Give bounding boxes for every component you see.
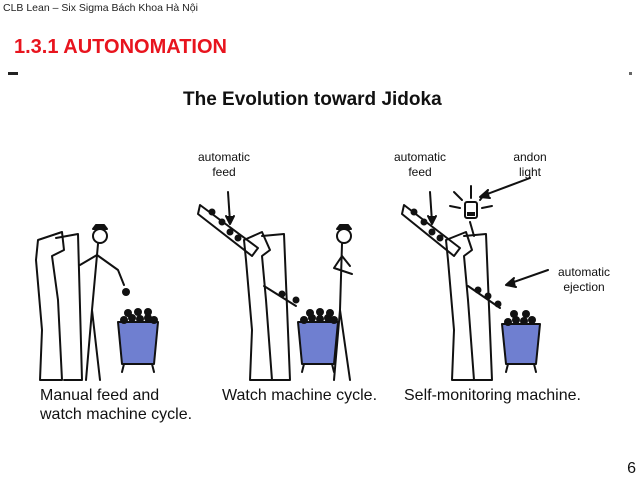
operator-1 <box>79 224 125 381</box>
bin-3 <box>501 323 541 365</box>
label-automatic-feed-2: automatic feed <box>393 150 447 179</box>
machine-1 <box>35 231 83 381</box>
parts-2 <box>208 208 300 304</box>
label-automatic-ejection: automatic ejection <box>557 265 611 294</box>
corner-mark <box>629 72 632 75</box>
parts-3 <box>410 208 502 308</box>
header-text: CLB Lean – Six Sigma Bách Khoa Hà Nội <box>3 2 198 14</box>
machine-3 <box>401 204 501 381</box>
operator-2 <box>333 224 353 381</box>
caption-watch: Watch machine cycle. <box>222 387 378 404</box>
caption-manual: Manual feed and watch machine cycle. <box>40 387 193 423</box>
machine-2 <box>197 204 297 381</box>
caption-self-monitoring: Self-monitoring machine. <box>404 387 581 404</box>
arrow-andon <box>481 177 531 197</box>
corner-mark <box>8 72 18 75</box>
page-number: 6 <box>627 460 636 477</box>
bin-2 <box>297 321 339 365</box>
figure-title: The Evolution toward Jidoka <box>183 89 442 110</box>
bin-1 <box>117 321 159 365</box>
section-title: 1.3.1 AUTONOMATION <box>14 36 227 58</box>
label-automatic-feed-1: automatic feed <box>197 150 251 179</box>
label-andon-light: andon light <box>513 150 547 179</box>
parts-1 <box>122 288 130 296</box>
